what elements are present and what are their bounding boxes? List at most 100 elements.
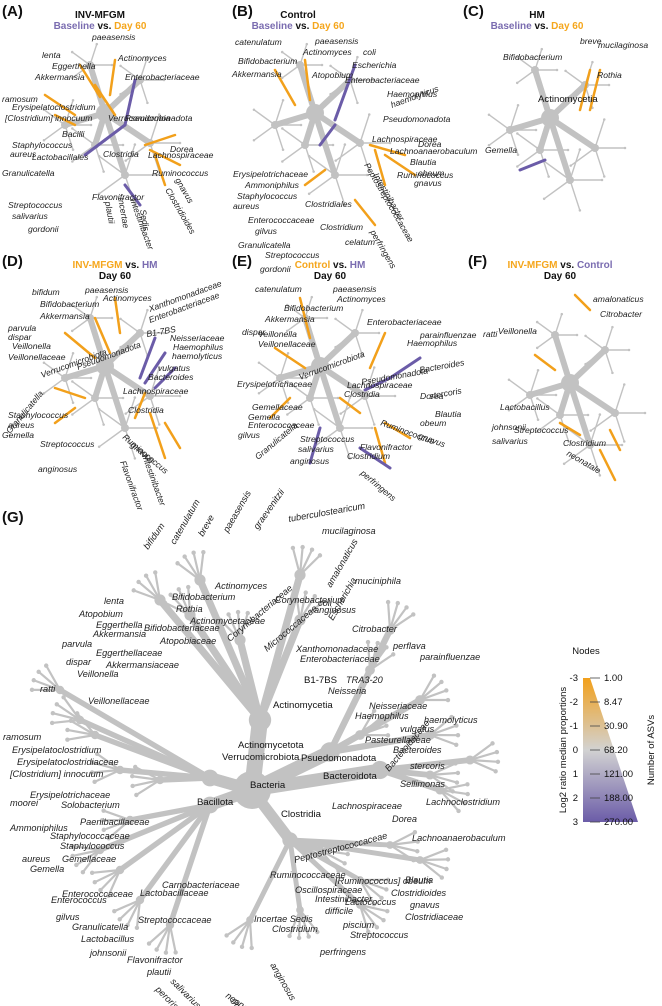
highlight-edge: [573, 293, 592, 312]
tree-edge: [126, 898, 142, 927]
tree-node: [285, 303, 289, 307]
tree-edge: [154, 571, 162, 602]
taxon-label-anginosus: anginosus: [268, 961, 298, 1003]
taxon-label-lachnoanaerobaculum: Lachnoanaerobaculum: [412, 833, 506, 843]
tree-node: [252, 139, 256, 142]
tree-edge: [418, 858, 450, 862]
tree-node: [611, 371, 614, 375]
taxon-label-coli: coli: [363, 47, 377, 57]
tree-edge: [614, 412, 625, 443]
taxon-label-neisseria: Neisseria: [328, 686, 366, 696]
highlight-edge: [273, 68, 297, 107]
tree-edge: [132, 589, 162, 602]
tree-node: [343, 143, 347, 146]
tree-edge: [137, 580, 162, 602]
tree-edge: [45, 664, 62, 692]
legend-size-tick: 188.00: [604, 793, 633, 804]
tree-edge: [468, 758, 500, 763]
tree-node: [329, 92, 332, 96]
tree-edge: [334, 143, 346, 176]
tree-edge: [335, 124, 361, 144]
tree-edge: [349, 79, 359, 104]
highlight-edge: [318, 123, 337, 147]
tree-node: [134, 925, 140, 931]
tree-edge: [418, 858, 443, 879]
tree-node: [379, 714, 384, 720]
tree-node: [393, 394, 397, 398]
taxon-label-perflava: perflava: [392, 641, 426, 651]
taxon-label-haemophilus: Haemophilus: [173, 342, 224, 352]
taxon-label-akkermansia: Akkermansia: [39, 311, 90, 321]
tree-edge: [563, 444, 591, 465]
highlight-edge: [373, 148, 387, 187]
tree-node: [95, 42, 99, 46]
taxon-label-enterobacteriaceae: Enterobacteriaceae: [300, 654, 380, 664]
tree-edge: [91, 761, 122, 772]
tree-node: [71, 413, 74, 416]
taxon-label-johnsonii: johnsonii: [88, 948, 127, 958]
tree-edge: [119, 79, 141, 95]
taxon-label-johnsonii: johnsonii: [491, 422, 527, 432]
tree-edge: [570, 147, 596, 167]
tree-root-node: [233, 771, 271, 809]
tree-edge: [516, 132, 541, 151]
tree-edge: [119, 65, 141, 81]
tree-edge: [536, 334, 556, 349]
tree-edge: [358, 724, 388, 737]
tree-node: [445, 697, 451, 703]
tree-node: [507, 409, 511, 412]
tree-edge: [418, 689, 448, 702]
taxon-label-catenulatum: catenulatum: [235, 37, 282, 47]
tree-node: [312, 594, 317, 599]
tree-node: [554, 393, 558, 397]
taxon-label-bacteroides: Bacteroides: [148, 372, 194, 382]
taxon-label-ruminococcaceae: Ruminococcaceae: [270, 870, 346, 880]
tree-node: [239, 944, 245, 950]
tree-node: [331, 143, 335, 147]
highlight-edge: [93, 316, 112, 355]
tree-node: [287, 933, 292, 939]
tree-node: [70, 50, 74, 54]
tree-edge: [93, 768, 122, 783]
taxon-label-flavonifractor: Flavonifractor: [127, 955, 184, 965]
tree-node: [162, 78, 166, 82]
tree-node: [71, 160, 74, 163]
tree-node: [361, 308, 364, 312]
taxon-label-neonatale: neonatale: [224, 990, 263, 1006]
tree-node: [443, 847, 449, 853]
tree-edge: [127, 802, 213, 823]
tree-node: [584, 362, 587, 366]
tree-node: [97, 192, 101, 196]
taxon-label-neisseriaceae: Neisseriaceae: [369, 701, 427, 711]
tree-node: [119, 345, 122, 349]
tree-edge: [604, 326, 614, 351]
tree-node: [385, 877, 391, 883]
tree-node: [562, 462, 566, 466]
taxon-label-dispar: dispar: [242, 327, 267, 337]
tree-node: [42, 108, 46, 111]
highlight-edge: [138, 336, 157, 380]
tree-node: [385, 909, 390, 914]
tree-edge: [309, 370, 320, 399]
tree-edge: [247, 837, 293, 923]
tree-edge: [335, 142, 361, 162]
tree-edge: [279, 377, 289, 404]
tree-node: [516, 104, 520, 107]
tree-node: [345, 851, 350, 857]
tree-edge: [508, 379, 531, 396]
tree-node: [371, 708, 377, 714]
tree-edge: [71, 127, 96, 146]
legend-size-tick: 30.90: [604, 721, 628, 732]
taxon-label-verrucomicrobia: Verrucomicrobia: [108, 113, 170, 123]
highlight-edge: [388, 356, 422, 380]
tree-node: [281, 99, 285, 102]
tree-edge: [298, 554, 322, 577]
tree-edge: [144, 574, 162, 602]
tree-node: [106, 836, 111, 841]
taxon-label-pasteurellaceae: Pasteurellaceae: [365, 735, 431, 745]
tree-edge: [559, 414, 570, 443]
taxon-label-bacillota: Bacillota: [197, 797, 234, 808]
tree-edge: [119, 318, 141, 334]
highlight-edge: [53, 386, 87, 400]
